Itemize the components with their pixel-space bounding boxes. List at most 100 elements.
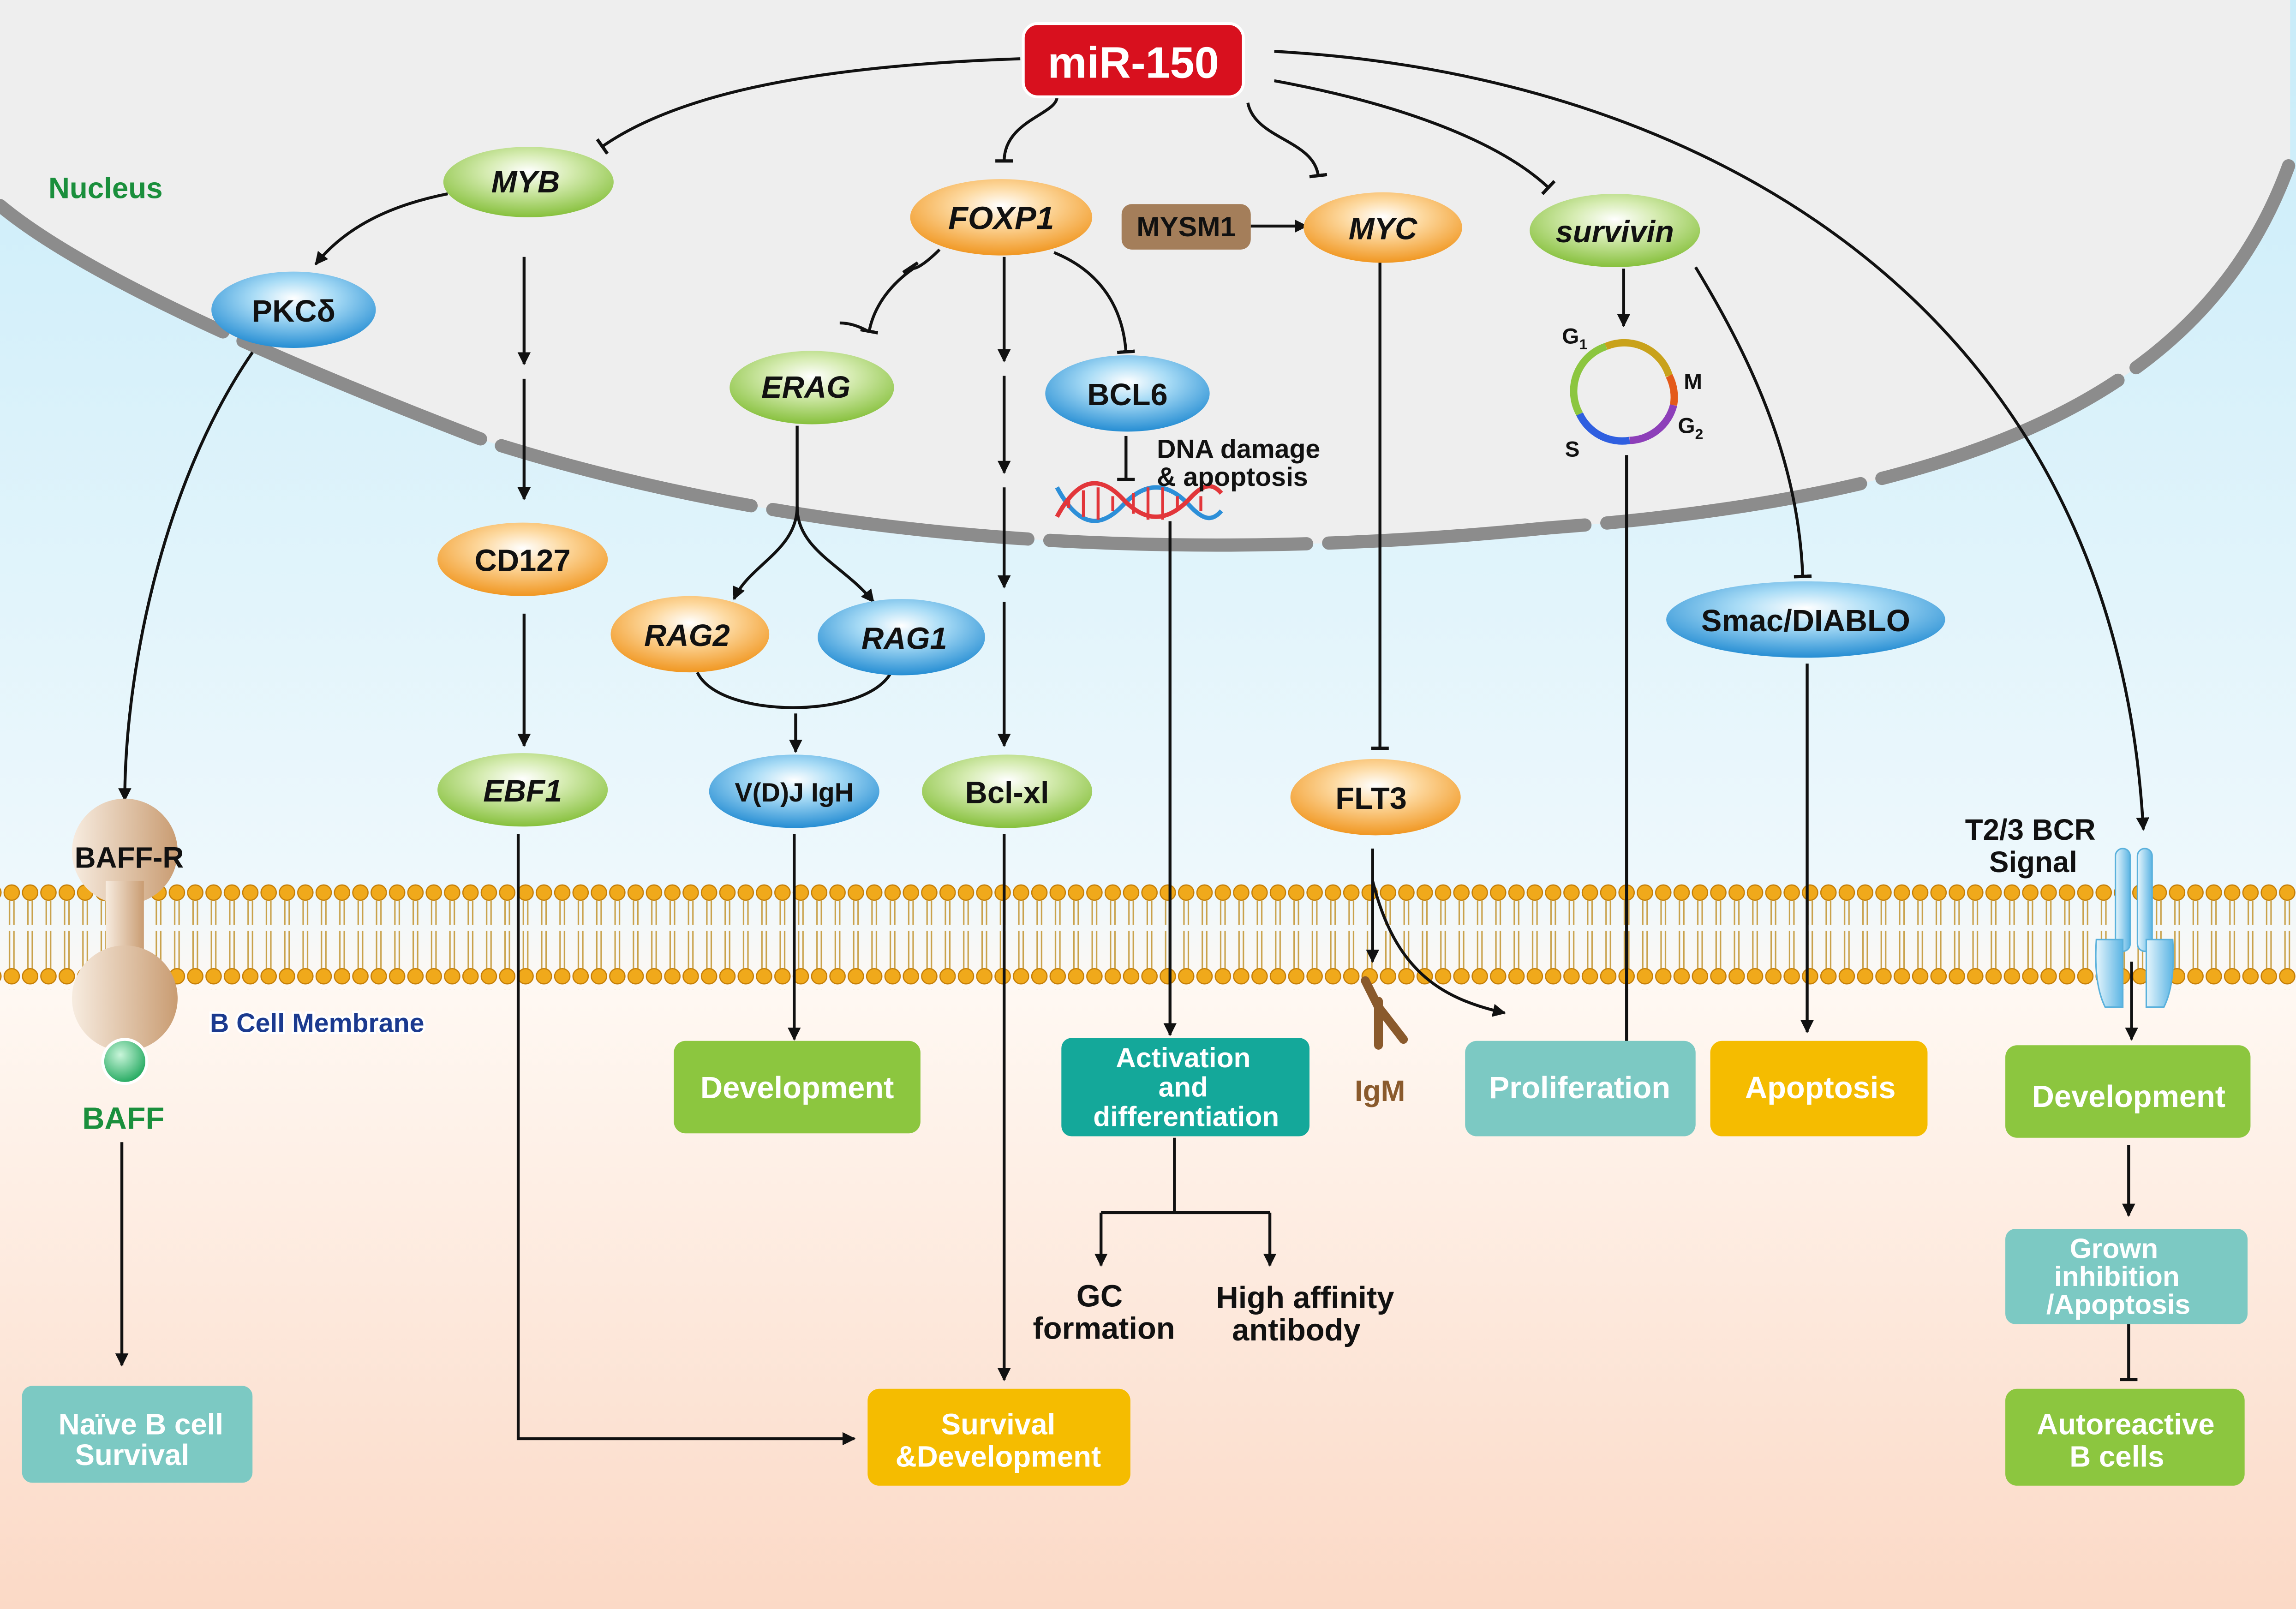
nuclear-envelope xyxy=(0,155,2296,552)
bcl6-label: BCL6 xyxy=(1087,378,1167,412)
survivin-node: survivin xyxy=(1530,193,1700,268)
dna-damage-label-1: DNA damage xyxy=(1157,435,1320,464)
myb-node: MYB xyxy=(443,147,614,217)
baff-label: BAFF xyxy=(82,1102,164,1136)
myb-to-pkcd-arrow xyxy=(314,192,448,265)
development-box-1: Development xyxy=(674,1041,921,1134)
high-affinity-label-1: High affinity xyxy=(1216,1281,1394,1315)
smac-node: Smac/DIABLO xyxy=(1666,581,1945,658)
g1-label: G1 xyxy=(1562,324,1587,353)
flt3-to-proliferation-arrow xyxy=(1371,880,1506,1017)
naive-label-1: Naïve B cell xyxy=(59,1408,223,1441)
s-label: S xyxy=(1565,437,1580,461)
mysm1-label: MYSM1 xyxy=(1136,211,1236,242)
autoreactive-box: Autoreactive B cells xyxy=(2005,1388,2245,1486)
mir150-to-myb-inhibit xyxy=(596,57,1021,155)
autoreactive-label-1: Autoreactive xyxy=(2037,1408,2214,1441)
foxp1-to-bcl6-inhibit xyxy=(1053,251,1135,354)
bcr-label-1: T2/3 BCR xyxy=(1965,813,2096,846)
mir150-to-bcr-arrow xyxy=(1274,50,2150,831)
gc-formation-label-2: formation xyxy=(1033,1312,1175,1346)
nucleus-label: Nucleus xyxy=(48,172,163,205)
smac-label: Smac/DIABLO xyxy=(1701,604,1910,638)
pkcd-to-baffr-arrow xyxy=(118,351,254,802)
bcr-receptor-icon xyxy=(2095,848,2174,1008)
mysm1-node: MYSM1 xyxy=(1121,204,1251,250)
myb-label: MYB xyxy=(491,165,560,199)
survivin-to-smac-inhibit xyxy=(1694,266,1812,579)
survival-label-2: &Development xyxy=(896,1440,1101,1473)
foxp1-node: FOXP1 xyxy=(910,179,1093,256)
erag-label: ERAG xyxy=(761,371,850,405)
dna-helix-icon xyxy=(1055,481,1223,523)
mir150-to-myc-inhibit xyxy=(1246,102,1327,179)
foxp1-to-erag-inhibit-2 xyxy=(860,267,914,335)
naive-b-cell-box: Naïve B cell Survival xyxy=(22,1386,253,1483)
rag-merge-curve xyxy=(696,671,893,709)
vdj-node: V(D)J IgH xyxy=(709,754,879,828)
membrane-outer-leaflet xyxy=(0,880,2296,940)
rag1-label: RAG1 xyxy=(861,622,947,656)
bclxl-label: Bcl-xl xyxy=(965,776,1049,810)
ebf1-node: EBF1 xyxy=(437,753,608,827)
cell-cycle-icon xyxy=(1570,339,1678,445)
development-1-label: Development xyxy=(700,1071,894,1105)
flt3-label: FLT3 xyxy=(1335,782,1407,816)
mir150-node xyxy=(1022,22,1245,99)
rag1-node: RAG1 xyxy=(818,599,985,676)
ebf1-to-survival-arrow xyxy=(516,834,856,1446)
bclxl-node: Bcl-xl xyxy=(922,754,1093,828)
activation-label-2: and xyxy=(1159,1071,1208,1103)
bcr-label-2: Signal xyxy=(1989,846,2077,879)
proliferation-box: Proliferation xyxy=(1465,1041,1696,1136)
grown-inhibition-box: Grown inhibition /Apoptosis xyxy=(2005,1228,2248,1324)
pkcd-node: PKCδ xyxy=(211,271,376,348)
foxp1-to-erag-link xyxy=(839,321,870,333)
grown-label-3: /Apoptosis xyxy=(2046,1289,2190,1320)
erag-to-rag2-arrow xyxy=(732,425,799,600)
erag-node: ERAG xyxy=(729,351,894,425)
rag2-node: RAG2 xyxy=(610,596,770,673)
high-affinity-label-2: antibody xyxy=(1232,1313,1360,1347)
mir150-label: miR-150 xyxy=(1048,39,1219,88)
baffr-label: BAFF-R xyxy=(75,841,184,874)
activation-branch-lines xyxy=(1101,1137,1270,1214)
myc-node: MYC xyxy=(1303,192,1462,263)
dna-damage-label-2: & apoptosis xyxy=(1157,462,1308,492)
survival-label-1: Survival xyxy=(941,1408,1056,1441)
baff-ligand-icon xyxy=(101,1038,149,1085)
foxp1-label: FOXP1 xyxy=(948,200,1054,236)
pkcd-label: PKCδ xyxy=(252,294,336,329)
m-label: M xyxy=(1684,370,1702,394)
apoptosis-label: Apoptosis xyxy=(1745,1071,1896,1105)
vdj-label: V(D)J IgH xyxy=(735,778,854,807)
rag2-label: RAG2 xyxy=(644,619,730,653)
activation-label-3: differentiation xyxy=(1093,1101,1279,1132)
membrane-inner-leaflet xyxy=(0,931,2296,990)
flt3-node: FLT3 xyxy=(1290,759,1461,836)
survival-development-box: Survival &Development xyxy=(867,1388,1130,1486)
bcl6-node: BCL6 xyxy=(1045,355,1210,432)
apoptosis-box: Apoptosis xyxy=(1710,1041,1928,1136)
development-box-2: Development xyxy=(2005,1045,2251,1138)
grown-label-2: inhibition xyxy=(2054,1261,2180,1292)
nucleus-region xyxy=(0,0,2290,545)
g2-label: G2 xyxy=(1678,414,1704,443)
igm-antibody-icon xyxy=(1361,976,1408,1050)
cd127-label: CD127 xyxy=(475,544,571,578)
development-2-label: Development xyxy=(2032,1080,2225,1114)
erag-to-rag1-arrow xyxy=(795,506,875,603)
ebf1-label: EBF1 xyxy=(483,774,562,808)
mir150-to-survivin-inhibit xyxy=(1274,79,1556,195)
membrane-label: B Cell Membrane xyxy=(210,1009,425,1038)
baffr-receptor-icon xyxy=(72,798,178,1052)
activation-label-1: Activation xyxy=(1116,1042,1250,1073)
grown-label-1: Grown xyxy=(2070,1233,2158,1264)
autoreactive-label-2: B cells xyxy=(2069,1440,2164,1473)
proliferation-label: Proliferation xyxy=(1489,1071,1670,1105)
activation-box: Activation and differentiation xyxy=(1061,1038,1309,1136)
igm-label: IgM xyxy=(1355,1075,1405,1107)
mir150-to-foxp1-inhibit xyxy=(995,96,1058,163)
naive-label-2: Survival xyxy=(75,1439,190,1471)
